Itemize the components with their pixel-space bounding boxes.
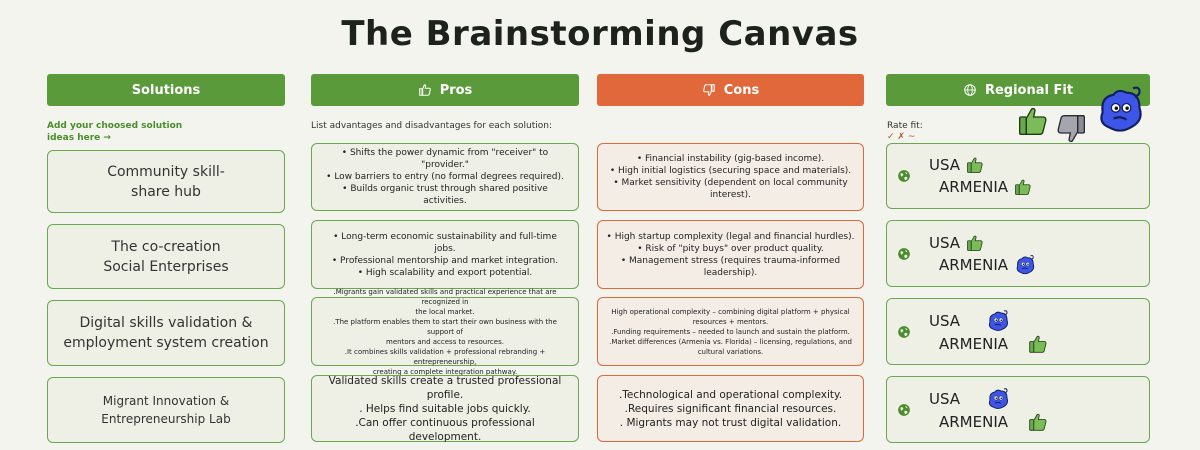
cons-line: . Migrants may not trust digital validat… xyxy=(619,416,842,429)
pros-cons-hint: List advantages and disadvantages for ea… xyxy=(311,121,552,131)
page-title: The Brainstorming Canvas xyxy=(341,14,859,54)
cons-line: • High startup complexity (legal and fin… xyxy=(606,231,855,242)
solution-card[interactable]: Digital skills validation & employment s… xyxy=(47,300,285,366)
pros-line: creating a complete integration pathway. xyxy=(372,367,518,376)
confused-face-icon xyxy=(1014,254,1036,276)
solutions-header: Solutions xyxy=(47,74,285,106)
pros-card[interactable]: • Shifts the power dynamic from "receive… xyxy=(311,143,579,211)
rate-fit-marks: ✓ ✗ ~ xyxy=(887,132,916,142)
globe-icon xyxy=(897,169,911,183)
globe-icon xyxy=(897,403,911,417)
cons-line: .Technological and operational complexit… xyxy=(618,388,843,401)
pros-card[interactable]: • Long-term economic sustainability and … xyxy=(311,220,579,289)
pros-line: jobs. xyxy=(434,243,456,254)
pros-header-label: Pros xyxy=(439,82,473,98)
thumbs-down-sticker-icon xyxy=(1055,112,1087,146)
cons-line: interest). xyxy=(710,190,751,200)
thumbs-up-icon xyxy=(1014,178,1032,196)
cons-header: Cons xyxy=(597,74,864,106)
regional-fit-card[interactable]: USA ARMENIA xyxy=(886,376,1150,443)
thumbs-up-icon xyxy=(1028,334,1048,354)
solution-line: Migrant Innovation & xyxy=(102,394,230,408)
thumbs-up-icon xyxy=(1028,412,1048,432)
cons-line: .Requires significant financial resource… xyxy=(624,402,837,415)
cons-line: • High initial logistics (securing space… xyxy=(609,166,852,176)
pros-line: . Helps find suitable jobs quickly. xyxy=(359,402,531,415)
cons-card[interactable]: .Technological and operational complexit… xyxy=(597,375,864,442)
pros-card[interactable]: Validated skills create a trusted profes… xyxy=(311,374,579,443)
cons-line: • Market sensitivity (dependent on local… xyxy=(613,178,848,188)
pros-line: Validated skills create a trusted profes… xyxy=(328,374,562,401)
region-armenia: ARMENIA xyxy=(939,412,1009,431)
pros-line: .Can offer continuous professional devel… xyxy=(355,416,535,443)
cons-line: • Financial instability (gig-based incom… xyxy=(636,154,825,164)
region-usa: USA xyxy=(929,233,961,252)
regional-fit-card[interactable]: USA ARMENIA xyxy=(886,220,1150,287)
pros-line: • Low barriers to entry (no formal degre… xyxy=(326,172,564,182)
pros-line: mentors and access to resources. xyxy=(386,337,504,346)
solution-line: Entrepreneurship Lab xyxy=(101,412,231,426)
pros-line: the local market. xyxy=(415,307,475,316)
thumbs-up-sticker-icon xyxy=(1017,105,1049,137)
cons-line: • Management stress (requires trauma-inf… xyxy=(620,255,841,266)
region-armenia: ARMENIA xyxy=(939,178,1009,196)
cons-line: leadership). xyxy=(703,267,758,278)
globe-icon xyxy=(897,325,911,339)
solution-line: Digital skills validation & xyxy=(79,315,253,331)
regional-fit-header: Regional Fit xyxy=(886,74,1150,106)
confused-face-icon xyxy=(986,309,1010,333)
thumbs-up-icon xyxy=(966,156,984,174)
cons-line: High operational complexity – combining … xyxy=(611,307,850,316)
solution-line: share hub xyxy=(131,183,201,200)
rate-fit-label: Rate fit: xyxy=(887,121,923,131)
cons-line: resources + mentors. xyxy=(692,317,769,326)
solution-line: The co-creation xyxy=(111,238,221,255)
cons-line: • Risk of "pity buys" over product quali… xyxy=(637,243,824,254)
globe-icon xyxy=(964,84,976,96)
pros-line: • Professional mentorship and market int… xyxy=(331,255,559,266)
pros-line: • High scalability and export potential. xyxy=(357,267,533,278)
thumbs-down-icon xyxy=(702,84,715,96)
regional-fit-card[interactable]: USA ARMENIA xyxy=(886,143,1150,209)
pros-line: .Migrants gain validated skills and prac… xyxy=(333,287,557,306)
globe-icon xyxy=(897,247,911,261)
solution-card[interactable]: Community skill- share hub xyxy=(47,150,285,213)
confused-face-icon xyxy=(986,387,1010,411)
regional-fit-card[interactable]: USA ARMENIA xyxy=(886,298,1150,365)
pros-card[interactable]: .Migrants gain validated skills and prac… xyxy=(311,288,579,376)
pros-line: .It combines skills validation + profess… xyxy=(344,347,546,366)
solutions-hint: Add your choosed solution ideas here → xyxy=(47,121,183,143)
rate-fit-legend: Rate fit: ✓ ✗ ~ xyxy=(887,121,923,143)
solution-line: Social Enterprises xyxy=(103,258,229,275)
thumbs-up-icon xyxy=(966,234,984,252)
cons-line: .Market differences (Armenia vs. Florida… xyxy=(609,337,852,346)
pros-line: .The platform enables them to start thei… xyxy=(333,317,557,336)
region-usa: USA xyxy=(929,389,961,408)
pros-line: • Shifts the power dynamic from "receive… xyxy=(341,148,549,170)
cons-card[interactable]: • Financial instability (gig-based incom… xyxy=(597,143,864,211)
confused-face-sticker-icon xyxy=(1094,84,1146,136)
region-armenia: ARMENIA xyxy=(939,334,1009,353)
pros-header: Pros xyxy=(311,74,579,106)
cons-header-label: Cons xyxy=(723,82,760,98)
solution-line: employment system creation xyxy=(63,335,269,351)
region-usa: USA xyxy=(929,311,961,330)
thumbs-up-icon xyxy=(418,84,431,96)
solution-card[interactable]: The co-creation Social Enterprises xyxy=(47,224,285,289)
region-usa: USA xyxy=(929,156,961,174)
pros-line: • Long-term economic sustainability and … xyxy=(333,231,557,242)
regional-fit-header-label: Regional Fit xyxy=(984,82,1074,98)
solution-card[interactable]: Migrant Innovation & Entrepreneurship La… xyxy=(47,377,285,443)
solution-line: Community skill- xyxy=(107,163,225,180)
region-armenia: ARMENIA xyxy=(939,255,1009,274)
cons-card[interactable]: High operational complexity – combining … xyxy=(597,297,864,366)
solutions-header-label: Solutions xyxy=(131,82,201,98)
cons-line: cultural variations. xyxy=(697,347,764,356)
cons-card[interactable]: • High startup complexity (legal and fin… xyxy=(597,220,864,289)
pros-line: • Builds organic trust through shared po… xyxy=(342,184,548,206)
cons-line: .Funding requirements – needed to launch… xyxy=(611,327,850,336)
